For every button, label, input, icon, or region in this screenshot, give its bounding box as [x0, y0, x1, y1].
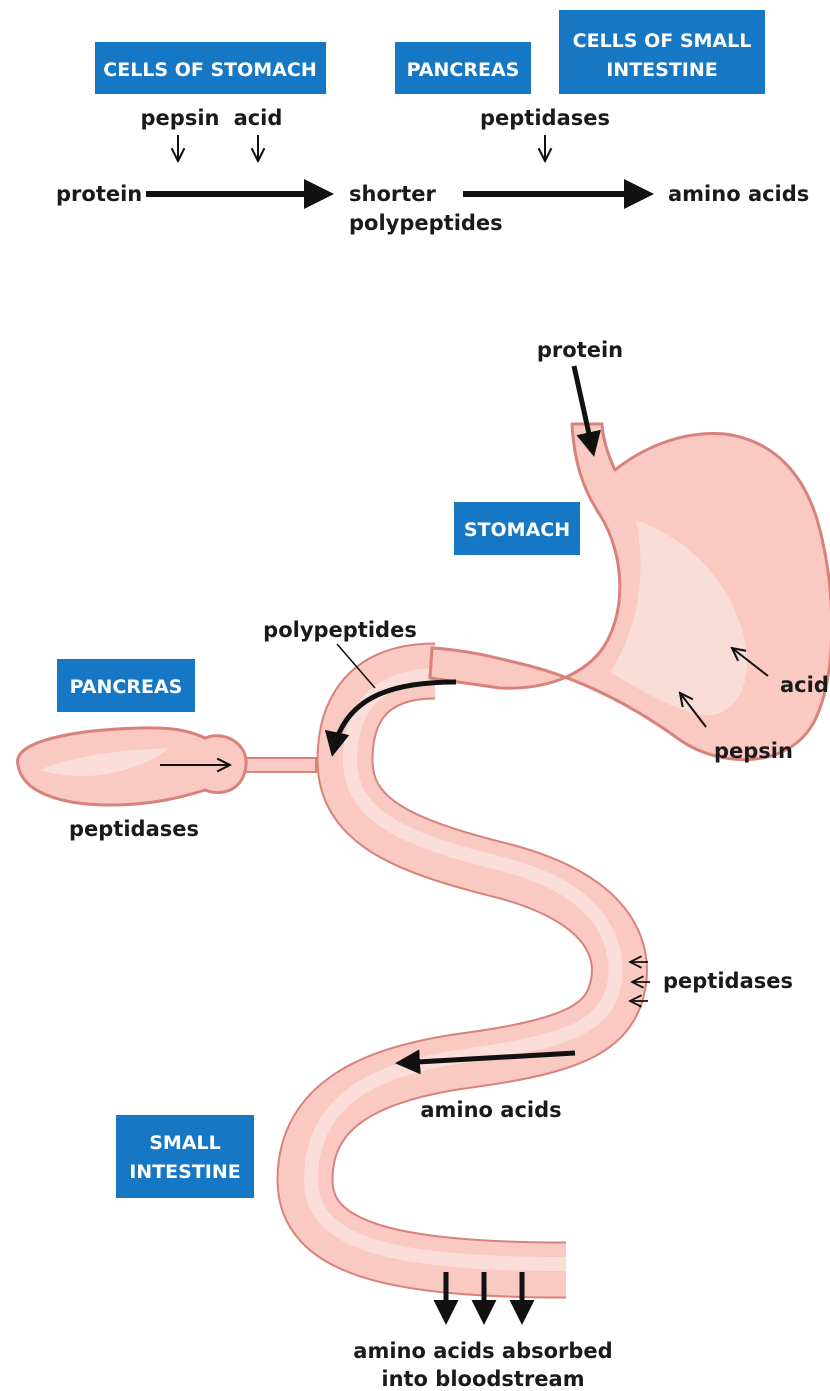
stomach-box: STOMACH	[454, 502, 580, 555]
polypeptides-label: polypeptides	[263, 618, 417, 642]
cells-of-stomach-label: CELLS OF STOMACH	[103, 59, 316, 81]
protein-label-top: protein	[56, 182, 142, 206]
stomach	[430, 424, 830, 760]
pancreas-box: PANCREAS	[57, 659, 195, 712]
pepsin-label-top: pepsin	[141, 106, 220, 130]
cells-of-stomach-box: CELLS OF STOMACH	[95, 42, 326, 94]
shorter-label: shorter	[349, 182, 437, 206]
pathway-section: CELLS OF STOMACH PANCREAS CELLS OF SMALL…	[56, 10, 809, 235]
small-intestine-label-2: INTESTINE	[129, 1161, 241, 1183]
polypeptides-label-top: polypeptides	[349, 211, 503, 235]
acid-label: acid	[780, 673, 829, 697]
anatomy-section: STOMACH PANCREAS SMALL INTESTINE protein…	[18, 338, 830, 1391]
absorbed-label-2: into bloodstream	[381, 1367, 584, 1391]
amino-acids-label: amino acids	[420, 1098, 561, 1122]
pancreas-peptidases-label: peptidases	[69, 817, 199, 841]
acid-label-top: acid	[234, 106, 283, 130]
absorbed-label-1: amino acids absorbed	[353, 1339, 612, 1363]
small-intestine-box: SMALL INTESTINE	[116, 1115, 254, 1198]
small-intestine-tube	[305, 671, 619, 1270]
pancreas-box-top: PANCREAS	[395, 42, 531, 94]
pancreas-organ	[18, 728, 316, 805]
stomach-label: STOMACH	[464, 519, 570, 541]
peptidases-label-top: peptidases	[480, 106, 610, 130]
intestine-peptidases-label: peptidases	[663, 969, 793, 993]
protein-in-label: protein	[537, 338, 623, 362]
small-intestine-label-1: SMALL	[149, 1132, 221, 1154]
pancreas-label: PANCREAS	[70, 676, 183, 698]
pepsin-label: pepsin	[714, 739, 793, 763]
amino-acids-label-top: amino acids	[668, 182, 809, 206]
cells-of-small-intestine-box: CELLS OF SMALL INTESTINE	[559, 10, 765, 94]
pancreas-label-top: PANCREAS	[407, 59, 520, 81]
cells-of-small-intestine-label-1: CELLS OF SMALL	[573, 30, 752, 52]
cells-of-small-intestine-label-2: INTESTINE	[606, 59, 718, 81]
